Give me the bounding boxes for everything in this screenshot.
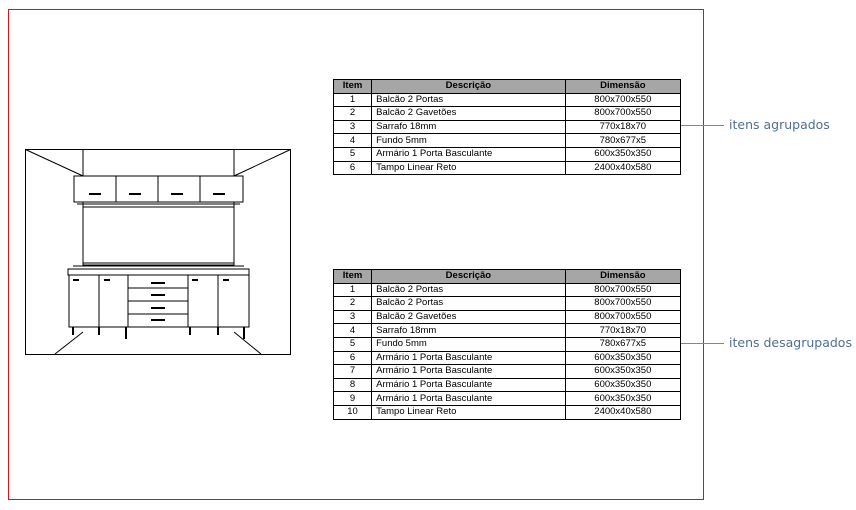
- cell-item: 5: [332, 336, 373, 352]
- cell-item: 1: [332, 282, 373, 298]
- cell-description: Balcão 2 Gavetões: [371, 106, 566, 121]
- cell-dimension: 2400x40x580: [564, 404, 682, 420]
- cell-description: Armário 1 Porta Basculante: [371, 391, 566, 406]
- cell-description: Tampo Linear Reto: [371, 160, 566, 176]
- table-header-row: Item Descrição Dimensão: [332, 269, 682, 284]
- header-description: Descrição: [371, 269, 566, 284]
- cell-item: 6: [332, 160, 373, 176]
- cell-dimension: 770x18x70: [564, 323, 682, 338]
- cell-dimension: 800x700x550: [564, 309, 682, 325]
- cell-dimension: 600x350x350: [564, 350, 682, 366]
- cell-dimension: 800x700x550: [564, 106, 682, 121]
- cell-item: 2: [332, 296, 373, 311]
- cell-description: Balcão 2 Portas: [371, 296, 566, 311]
- header-item: Item: [332, 269, 373, 284]
- cell-dimension: 2400x40x580: [564, 160, 682, 176]
- back-panel: [82, 206, 235, 266]
- cell-description: Fundo 5mm: [371, 336, 566, 352]
- cell-item: 4: [332, 323, 373, 338]
- kitchen-elevation-drawing: [25, 149, 291, 355]
- view-frame: [25, 149, 291, 355]
- cell-item: 3: [332, 309, 373, 325]
- cell-dimension: 800x700x550: [564, 282, 682, 298]
- cell-item: 1: [332, 92, 373, 108]
- cell-item: 2: [332, 106, 373, 121]
- cell-description: Sarrafo 18mm: [371, 323, 566, 338]
- table-header-row: Item Descrição Dimensão: [332, 79, 682, 94]
- cell-description: Armário 1 Porta Basculante: [371, 364, 566, 379]
- upper-cabinets: [73, 175, 244, 207]
- cell-description: Fundo 5mm: [371, 133, 566, 148]
- cell-dimension: 600x350x350: [564, 364, 682, 379]
- header-dimension: Dimensão: [564, 269, 682, 284]
- cell-description: Armário 1 Porta Basculante: [371, 350, 566, 366]
- cell-item: 6: [332, 350, 373, 366]
- base-cabinets: [68, 274, 250, 328]
- cell-dimension: 780x677x5: [564, 336, 682, 352]
- header-dimension: Dimensão: [564, 79, 682, 94]
- cell-item: 9: [332, 391, 373, 406]
- cell-item: 7: [332, 364, 373, 379]
- callout-line-ungrouped: [681, 343, 724, 344]
- cell-item: 4: [332, 133, 373, 148]
- cell-dimension: 800x700x550: [564, 92, 682, 108]
- cell-dimension: 600x350x350: [564, 391, 682, 406]
- cell-dimension: 780x677x5: [564, 133, 682, 148]
- callout-label-grouped: itens agrupados: [729, 117, 830, 132]
- cell-item: 5: [332, 146, 373, 162]
- cell-dimension: 800x700x550: [564, 296, 682, 311]
- cell-description: Balcão 2 Portas: [371, 282, 566, 298]
- cell-dimension: 770x18x70: [564, 119, 682, 135]
- header-description: Descrição: [371, 79, 566, 94]
- cell-item: 8: [332, 377, 373, 393]
- cell-description: Balcão 2 Gavetões: [371, 309, 566, 325]
- cell-item: 10: [332, 404, 373, 420]
- header-item: Item: [332, 79, 373, 94]
- cell-description: Balcão 2 Portas: [371, 92, 566, 108]
- cell-description: Tampo Linear Reto: [371, 404, 566, 420]
- cell-description: Sarrafo 18mm: [371, 119, 566, 135]
- cell-item: 3: [332, 119, 373, 135]
- cell-dimension: 600x350x350: [564, 146, 682, 162]
- callout-line-grouped: [681, 125, 724, 126]
- cell-description: Armário 1 Porta Basculante: [371, 146, 566, 162]
- cell-dimension: 600x350x350: [564, 377, 682, 393]
- callout-label-ungrouped: itens desagrupados: [729, 335, 852, 350]
- countertop: [67, 268, 250, 276]
- cell-description: Armário 1 Porta Basculante: [371, 377, 566, 393]
